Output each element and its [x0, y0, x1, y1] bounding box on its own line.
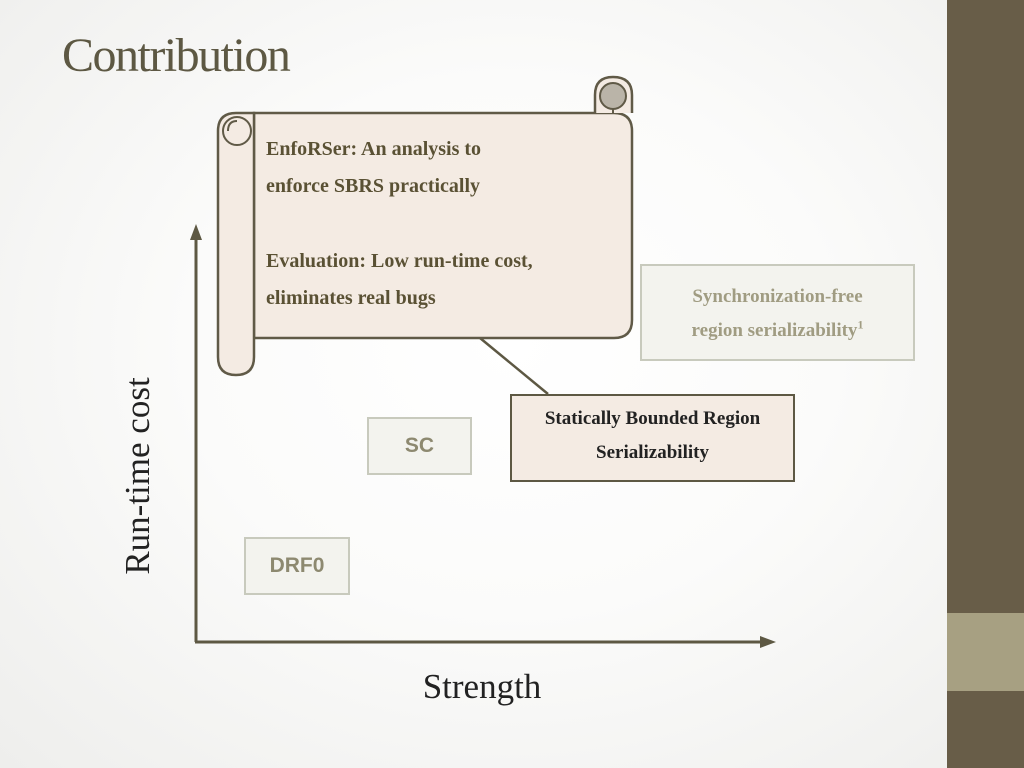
y-axis [190, 224, 202, 642]
scroll-text: EnfoRSer: An analysis to enforce SBRS pr… [266, 131, 616, 317]
sfrs-line-1: Synchronization-free [692, 286, 863, 307]
sc-box: SC [367, 417, 472, 475]
x-axis-label: Strength [422, 667, 542, 706]
sbrs-line-2: Serializability [596, 442, 709, 463]
sfrs-footnote: 1 [857, 317, 864, 332]
y-axis-label: Run-time cost [118, 377, 157, 575]
sfrs-line-2-wrapper: region serializability1 [642, 314, 913, 348]
sidebar-accent-block [947, 613, 1024, 691]
sc-label: SC [404, 434, 435, 457]
drf0-label: DRF0 [269, 554, 325, 577]
drf0-box: DRF0 [244, 537, 350, 595]
connector-line [479, 337, 549, 395]
sfrs-box: Synchronization-free region serializabil… [640, 264, 915, 361]
x-axis [195, 636, 776, 648]
slide-title: Contribution [62, 29, 291, 82]
scroll-line-4: eliminates real bugs [266, 287, 436, 309]
scroll-line-2: enforce SBRS practically [266, 175, 481, 197]
sbrs-line-1: Statically Bounded Region [544, 408, 761, 429]
sfrs-line-2: region serializability [691, 320, 858, 341]
sbrs-box: Statically Bounded Region Serializabilit… [510, 394, 795, 482]
scroll-shape [216, 75, 634, 377]
scroll-line-1: EnfoRSer: An analysis to [266, 138, 482, 160]
scroll-line-3: Evaluation: Low run-time cost, [266, 250, 533, 272]
